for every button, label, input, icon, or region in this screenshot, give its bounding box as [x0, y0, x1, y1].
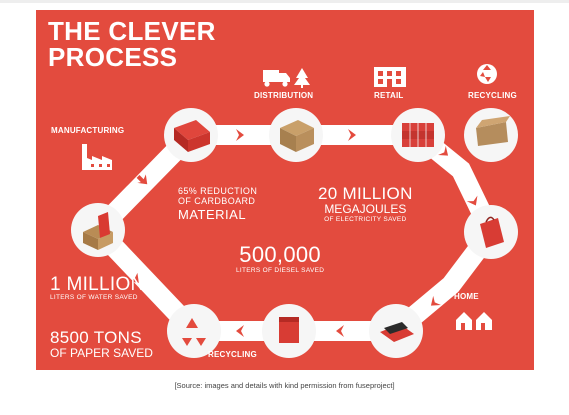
top-divider [0, 0, 569, 3]
title-line-1: THE CLEVER [48, 16, 216, 46]
arrow-4 [438, 145, 449, 156]
stat-electricity-line3: OF ELECTRICITY SAVED [324, 216, 407, 223]
stage-label-retail: RETAIL [374, 91, 404, 100]
source-caption: [Source: images and details with kind pe… [174, 381, 395, 390]
open-box-image [83, 212, 113, 250]
stat-electricity-line1: 20 MILLION [318, 184, 413, 203]
truck-tree-icon [263, 68, 310, 88]
process-flow-graphic [71, 64, 518, 358]
stat-cardboard: 65% REDUCTION OF CARDBOARD MATERIAL [178, 186, 258, 222]
store-icon [374, 67, 406, 87]
stat-cardboard-line2: OF CARDBOARD [178, 196, 256, 206]
stacked-boxes-image [402, 123, 434, 147]
stat-electricity: 20 MILLION MEGAJOULES OF ELECTRICITY SAV… [318, 185, 413, 224]
node-illustrations [83, 116, 510, 346]
factory-icon [82, 144, 112, 170]
stage-label-home: HOME [454, 292, 479, 301]
houses-icon [456, 312, 492, 330]
path-arrows [128, 129, 478, 337]
stat-water-line2: LITERS OF WATER SAVED [50, 294, 138, 301]
shoes-on-bag-image [380, 322, 414, 342]
stat-water-line1: 1 MILLION [50, 274, 145, 295]
cardboard-box-image [280, 120, 314, 152]
arrow-5 [466, 195, 478, 206]
stat-water: 1 MILLION LITERS OF WATER SAVED [50, 275, 145, 302]
stage-label-recycling-bottom: RECYCLING [208, 350, 257, 359]
flat-cardboard-image [476, 116, 510, 146]
recycle-icon [477, 64, 497, 84]
arrow-2 [236, 129, 244, 141]
upright-bag-image [279, 317, 299, 343]
stat-diesel: 500,000 LITERS OF DIESEL SAVED [236, 244, 324, 275]
arrow-1 [136, 174, 148, 185]
stage-label-recycling-top: RECYCLING [468, 91, 517, 100]
stat-diesel-line1: 500,000 [239, 242, 321, 267]
recycle-symbol [182, 318, 206, 346]
stage-label-manufacturing: MANUFACTURING [51, 126, 125, 135]
shoe-box-image [174, 120, 210, 152]
stat-diesel-line2: LITERS OF DIESEL SAVED [236, 267, 325, 274]
clever-process-panel: THE CLEVER PROCESS MANUFACTURING DISTRIB… [36, 10, 534, 370]
arrow-8 [236, 325, 244, 337]
arrow-9 [128, 272, 139, 283]
stat-paper-line1: 8500 TONS [50, 328, 142, 347]
arrow-6 [430, 295, 441, 306]
page-title: THE CLEVER PROCESS [48, 18, 216, 70]
arrow-3 [348, 129, 356, 141]
stat-cardboard-line3: MATERIAL [178, 207, 247, 222]
stat-paper: 8500 TONS OF PAPER SAVED [50, 329, 153, 359]
red-bag-image [480, 216, 504, 248]
arrow-7 [336, 325, 344, 337]
stat-paper-line2: OF PAPER SAVED [50, 346, 153, 360]
stat-cardboard-line1: 65% REDUCTION [178, 186, 258, 196]
title-line-2: PROCESS [48, 42, 178, 72]
stage-label-distribution: DISTRIBUTION [254, 91, 314, 100]
stat-electricity-line2: MEGAJOULES [324, 202, 407, 216]
